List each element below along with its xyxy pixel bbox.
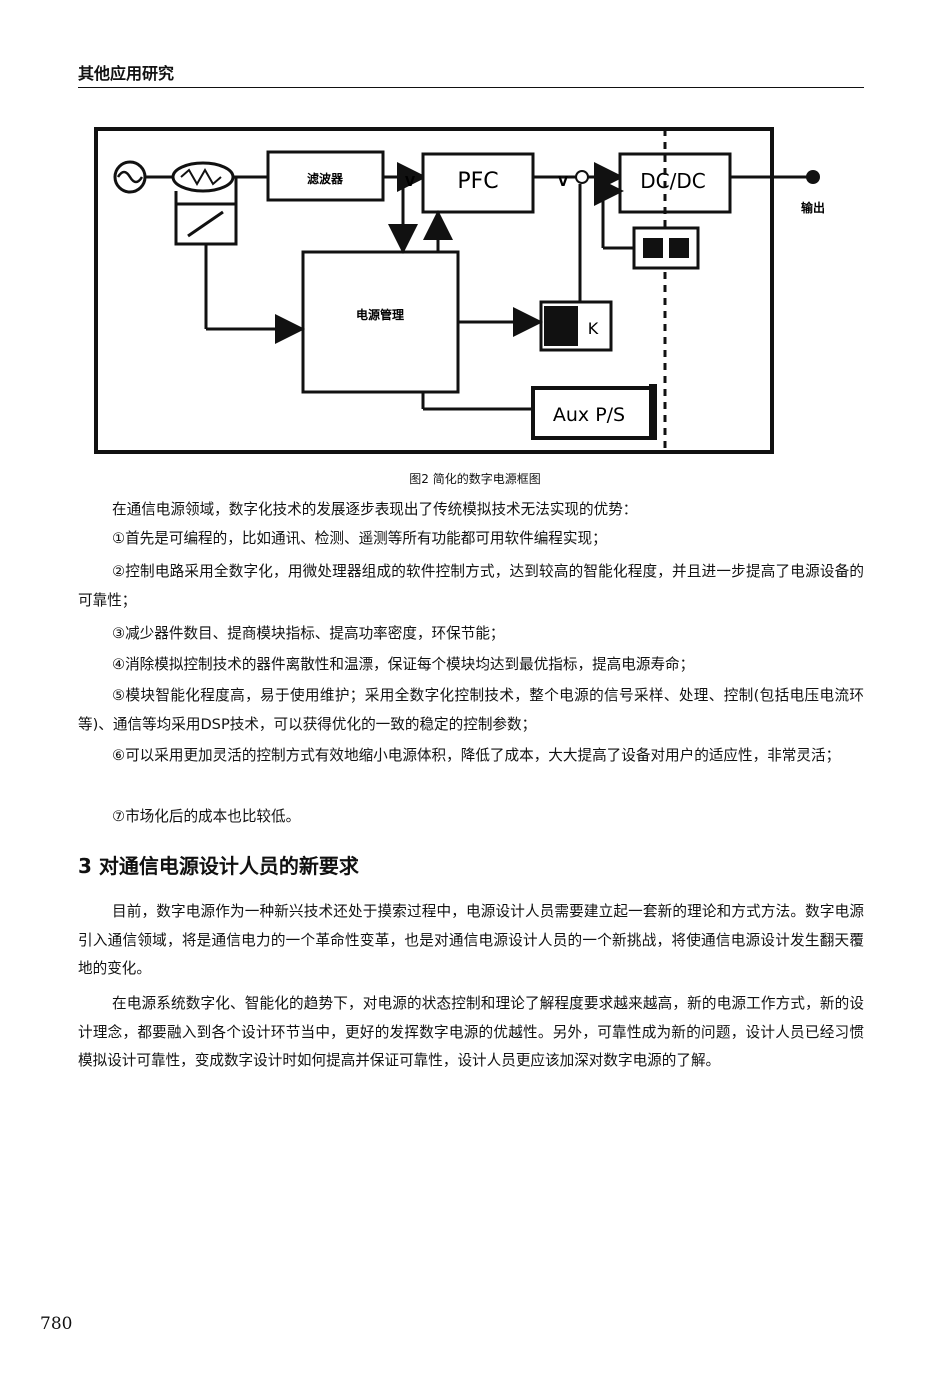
section-title: 3 对通信电源设计人员的新要求 xyxy=(78,854,359,878)
power-management-block xyxy=(301,250,460,394)
block-diagram-figure: 滤波器 V PFC V DC/DC 电源管理 xyxy=(93,126,775,456)
dcdc-label: DC/DC xyxy=(640,169,705,193)
block-diagram: 滤波器 V PFC V DC/DC 电源管理 xyxy=(94,127,775,454)
diagram-frame xyxy=(94,127,774,454)
aux-ps-label: Aux P/S xyxy=(553,404,625,426)
list-item-3: ③减少器件数目、提商模块指标、提高功率密度，环保节能； xyxy=(112,625,505,642)
figure-caption: 图2 简化的数字电源框图 xyxy=(409,472,541,486)
svg-text:V: V xyxy=(405,175,415,190)
output-node-icon xyxy=(806,170,820,184)
section-paragraph-1: 目前，数字电源作为一种新兴技术还处于摸索过程中，电源设计人员需要建立起一套新的理… xyxy=(78,903,864,977)
running-head: 其他应用研究 xyxy=(78,64,175,83)
pfc-label: PFC xyxy=(457,169,498,194)
svg-text:V: V xyxy=(558,175,568,190)
output-terminal: 输出 xyxy=(775,170,825,215)
list-item-4: ④消除模拟控制技术的器件离散性和温漂，保证每个模块均达到最优指标，提高电源寿命； xyxy=(112,656,695,673)
output-label: 输出 xyxy=(801,200,825,215)
dcdc-block xyxy=(618,152,732,214)
list-item-5: ⑤模块智能化程度高，易于使用维护；采用全数字化控制技术，整个电源的信号采样、处理… xyxy=(78,687,864,733)
pfc-block xyxy=(421,152,535,214)
filter-block xyxy=(266,150,385,202)
list-item-7: ⑦市场化后的成本也比较低。 xyxy=(112,808,301,825)
header-rule xyxy=(78,87,864,88)
driver-label: K xyxy=(588,319,599,338)
intro-paragraph: 在通信电源领域，数字化技术的发展逐步表现出了传统模拟技术无法实现的优势： xyxy=(112,501,638,518)
page-number: 780 xyxy=(40,1314,73,1334)
list-item-2: ②控制电路采用全数字化，用微处理器组成的软件控制方式，达到较高的智能化程度，并且… xyxy=(78,563,864,609)
section-paragraph-2: 在电源系统数字化、智能化的趋势下，对电源的状态控制和理论了解程度要求越来越高，新… xyxy=(78,995,864,1069)
filter-label: 滤波器 xyxy=(307,171,344,186)
list-item-6: ⑥可以采用更加灵活的控制方式有效地缩小电源体积，降低了成本，大大提高了设备对用户… xyxy=(112,747,841,764)
power-management-label: 电源管理 xyxy=(356,307,404,322)
list-item-1: ①首先是可编程的，比如通讯、检测、遥测等所有功能都可用软件编程实现； xyxy=(112,530,607,547)
